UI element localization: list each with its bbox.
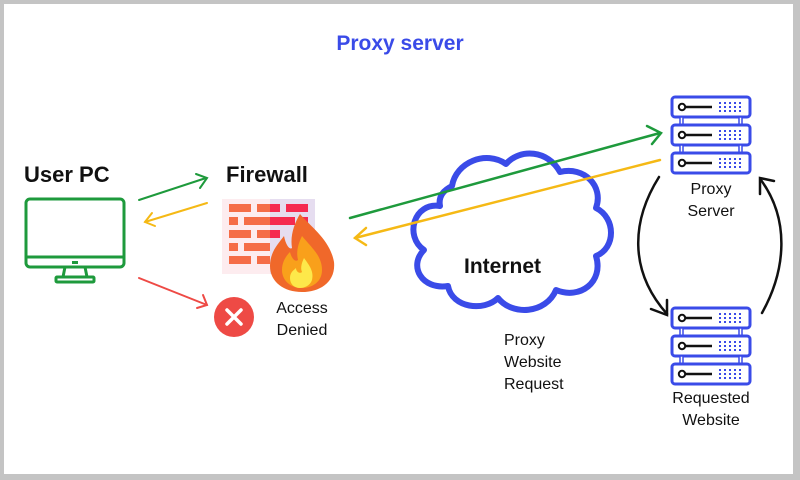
internet-label: Internet <box>464 255 542 278</box>
access-denied-label: Access Denied <box>266 298 338 342</box>
diagram-title: Proxy server <box>336 32 464 55</box>
proxy-server-line1: Proxy <box>690 181 732 198</box>
website-to-proxy-arrow <box>758 176 783 315</box>
cloud-icon <box>410 150 614 313</box>
proxy-to-website-arrow <box>637 175 669 317</box>
request-arrow-to-proxy <box>348 124 663 220</box>
requested-website-line1: Requested <box>672 390 750 407</box>
user-pc-label: User PC <box>24 162 110 187</box>
diagram-canvas <box>4 4 793 474</box>
annotation-line3: Request <box>504 376 564 393</box>
requested-website-server-icon <box>672 308 750 384</box>
proxy-server-icon <box>672 97 750 173</box>
requested-website-label: Requested Website <box>656 388 766 432</box>
requested-website-line2: Website <box>682 412 740 429</box>
response-arrow-to-firewall <box>352 158 662 247</box>
x-circle-icon <box>214 297 254 337</box>
proxy-server-label: Proxy Server <box>671 179 751 223</box>
access-denied-line2: Denied <box>276 322 328 339</box>
proxy-website-request-label: Proxy Website Request <box>504 330 564 396</box>
access-denied-line1: Access <box>276 300 328 317</box>
annotation-line2: Website <box>504 354 562 371</box>
request-arrow-to-firewall <box>138 173 209 201</box>
denied-arrow <box>138 277 209 309</box>
annotation-line1: Proxy <box>504 332 545 349</box>
firewall-icon <box>222 199 335 292</box>
proxy-server-line2: Server <box>687 203 735 220</box>
response-arrow-to-user <box>143 202 208 227</box>
firewall-label: Firewall <box>226 162 308 187</box>
monitor-icon <box>24 197 126 284</box>
